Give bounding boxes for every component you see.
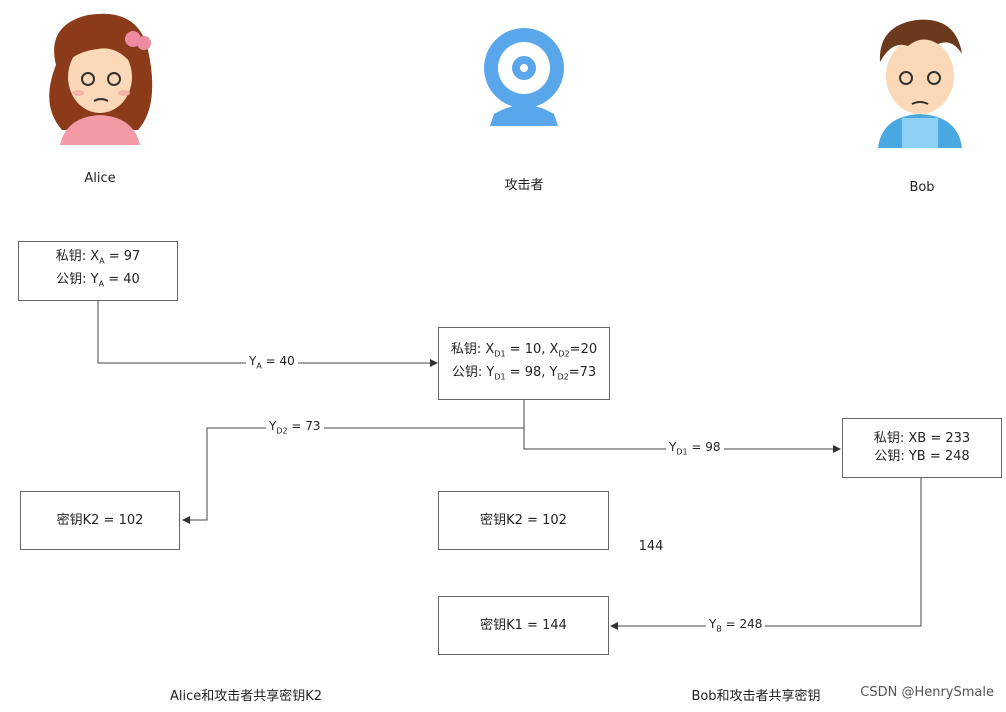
bob-avatar	[878, 19, 962, 148]
floating-value: 144	[638, 539, 664, 554]
bob-shared-caption: Bob和攻击者共享密钥	[691, 689, 821, 704]
edge-yd2-line	[182, 400, 525, 524]
bob-keys-box: 私钥: XB = 233 公钥: YB = 248	[842, 418, 1002, 478]
attacker-private-keys: 私钥: XD1 = 10, XD2=20	[450, 341, 598, 359]
bob-private-key: 私钥: XB = 233	[873, 431, 971, 446]
attacker-k2-box: 密钥K2 = 102	[438, 491, 609, 550]
edge-yd1-line	[523, 428, 841, 453]
edge-ya-label: YA = 40	[246, 354, 298, 371]
edge-yd1-label: YD1 = 98	[666, 440, 724, 457]
csdn-watermark: CSDN @HenrySmale	[860, 685, 994, 700]
alice-private-key: 私钥: XA = 97	[55, 249, 141, 266]
edge-yd2-label: YD2 = 73	[266, 419, 324, 436]
edge-ya-line	[97, 301, 438, 367]
attacker-keys-box: 私钥: XD1 = 10, XD2=20 公钥: YD1 = 98, YD2=7…	[438, 327, 610, 400]
edge-yb-label: YB = 248	[706, 617, 766, 634]
bob-label: Bob	[909, 180, 935, 195]
alice-label: Alice	[84, 171, 116, 186]
alice-avatar	[49, 13, 153, 145]
attacker-webcam-icon	[484, 28, 564, 126]
alice-public-key: 公钥: YA = 40	[56, 272, 140, 289]
bob-public-key: 公钥: YB = 248	[874, 449, 970, 464]
alice-keys-box: 私钥: XA = 97 公钥: YA = 40	[18, 241, 178, 301]
attacker-label: 攻击者	[504, 178, 544, 193]
alice-shared-key-box: 密钥K2 = 102	[20, 491, 180, 550]
attacker-public-keys: 公钥: YD1 = 98, YD2=73	[451, 364, 597, 382]
alice-shared-caption: Alice和攻击者共享密钥K2	[169, 689, 323, 704]
attacker-k1-box: 密钥K1 = 144	[438, 596, 609, 655]
